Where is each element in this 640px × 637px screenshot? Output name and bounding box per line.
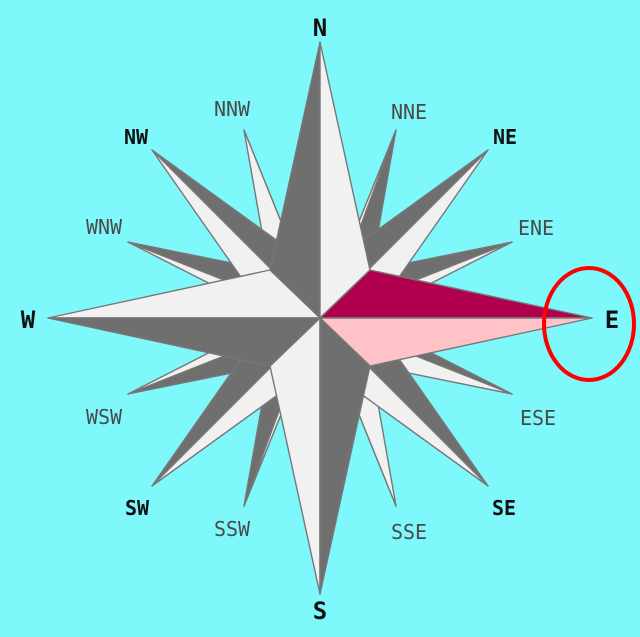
label-wsw: WSW	[86, 405, 123, 429]
label-ese: ESE	[520, 406, 556, 430]
label-nne: NNE	[391, 100, 427, 124]
label-n: N	[313, 14, 327, 42]
highlight-circle	[542, 266, 636, 382]
label-sse: SSE	[391, 520, 427, 544]
label-nnw: NNW	[214, 97, 251, 121]
label-s: S	[313, 597, 327, 625]
label-wnw: WNW	[86, 215, 123, 239]
label-se: SE	[492, 496, 516, 520]
label-w: W	[21, 306, 36, 334]
compass-rose	[47, 41, 593, 595]
label-ene: ENE	[518, 216, 554, 240]
label-sw: SW	[125, 496, 150, 520]
label-ne: NE	[493, 125, 517, 149]
label-ssw: SSW	[214, 517, 251, 541]
point-w-lower	[47, 317, 321, 367]
label-nw: NW	[124, 125, 149, 149]
point-s-right	[319, 317, 371, 595]
label-e: E	[605, 306, 619, 334]
